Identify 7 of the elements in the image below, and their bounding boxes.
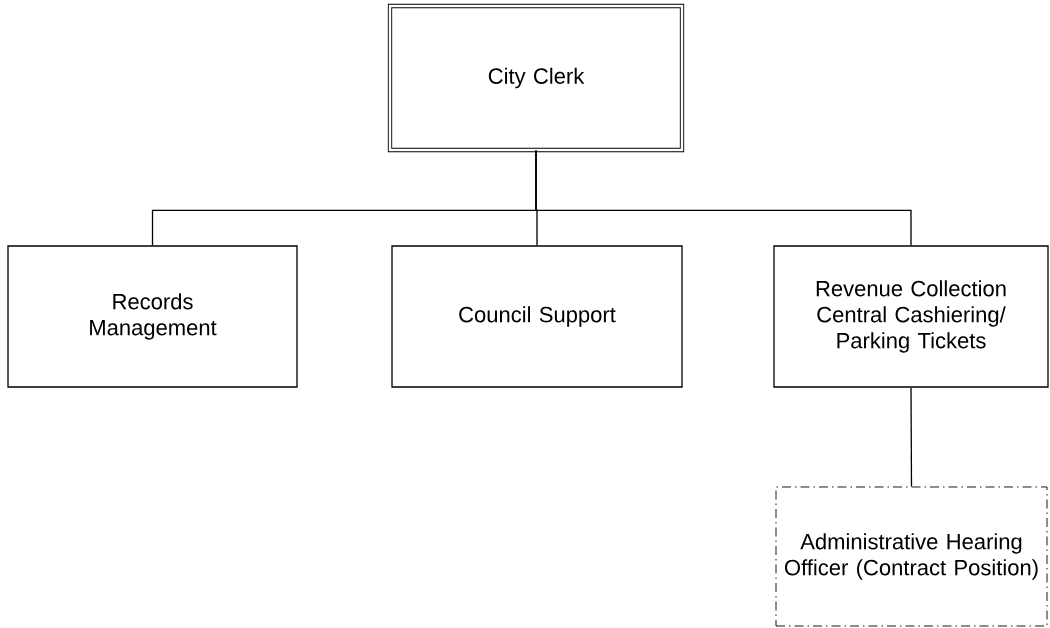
connector-line bbox=[535, 149, 912, 246]
unit-box: Council Support bbox=[391, 245, 683, 388]
unit-box: Revenue Collection Central Cashiering/ Parking Tickets bbox=[773, 245, 1049, 388]
connector-line bbox=[910, 387, 913, 488]
unit-box: Records Management bbox=[7, 245, 298, 388]
contract-box: Administrative Hearing Officer (Contract Position) bbox=[775, 486, 1048, 627]
head-box: City Clerk bbox=[387, 3, 685, 153]
